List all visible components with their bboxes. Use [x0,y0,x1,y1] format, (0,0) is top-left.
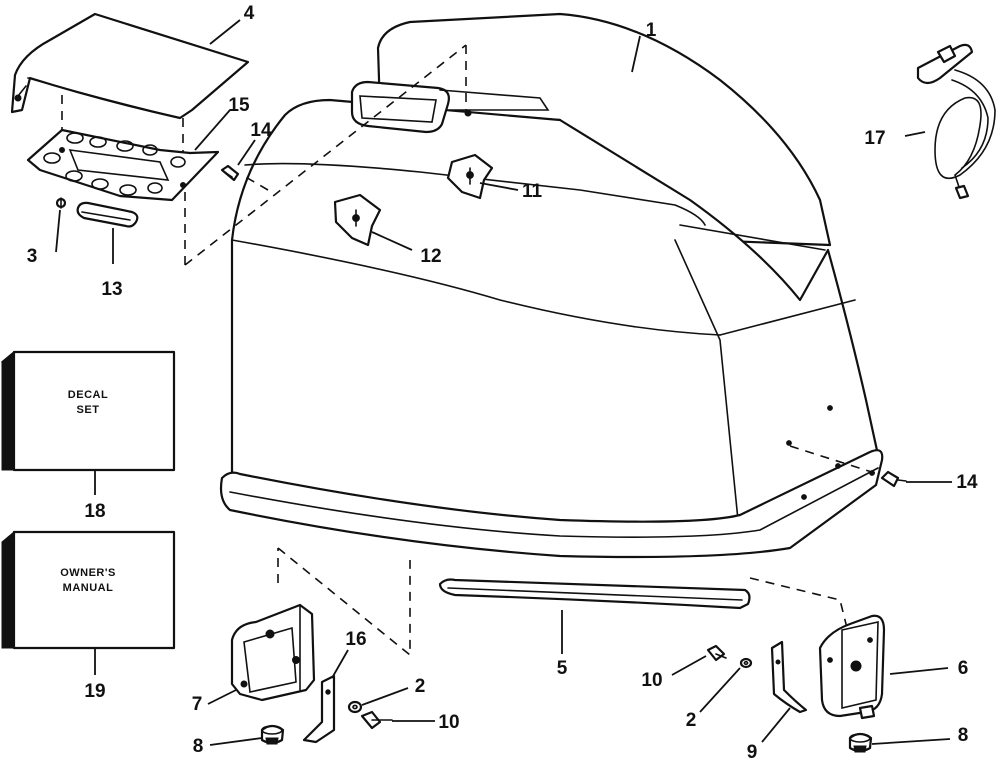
bolt-part-10-right [706,644,727,662]
callout-15: 15 [228,95,250,116]
latch-bracket-part-7 [230,603,316,702]
callout-13: 13 [101,279,122,300]
callout-1: 1 [646,20,657,41]
lanyard-cable-part [916,43,996,200]
grommet-strip-part [76,201,139,228]
owners-manual-box [1,530,176,650]
bracket-part-12 [333,193,382,247]
screw-part-3 [55,197,67,209]
callout-11: 11 [522,181,543,202]
callout-8-right: 8 [958,725,969,746]
callout-7: 7 [192,694,203,715]
washer-part-2-right [739,657,753,669]
callout-8-left: 8 [193,736,204,757]
cover-lid-part [10,12,250,120]
callout-10-left: 10 [438,712,459,733]
grommet-part-8-right [848,732,873,753]
callout-14-right: 14 [956,472,978,493]
grommet-part-8-left [260,724,285,745]
callout-10-right: 10 [641,670,662,691]
callout-17: 17 [864,128,885,149]
callout-9: 9 [747,742,758,763]
callout-3: 3 [27,246,38,267]
leader-lines [55,19,952,746]
callout-12: 12 [420,246,441,267]
engine-cover-part [219,12,884,559]
callout-14-top: 14 [250,120,272,141]
screw-part-14-top [220,164,240,182]
owners-manual-text-line1: OWNER'S [60,567,116,579]
owners-manual-text-line2: MANUAL [63,582,114,594]
small-bracket-part-16 [302,674,336,744]
callout-4: 4 [244,3,255,24]
bracket-part-11 [446,153,494,200]
mounting-plate-part [26,128,220,202]
callout-2-right: 2 [686,710,697,731]
decal-set-text-line1: DECAL [68,389,108,401]
seal-strip-part [438,578,751,610]
latch-plate-part-6 [818,614,886,720]
callout-6: 6 [958,658,969,679]
callout-16: 16 [345,629,366,650]
bolt-part-10-left [360,710,393,730]
callout-18: 18 [84,501,105,522]
callout-2-left: 2 [415,676,426,697]
screw-part-14-right [880,470,907,488]
washer-part-2-left [347,700,363,714]
decal-set-text-line2: SET [77,404,100,416]
callout-5: 5 [557,658,568,679]
bracket-part-9 [770,640,808,714]
callout-19: 19 [84,681,105,702]
decal-set-box [1,350,176,472]
